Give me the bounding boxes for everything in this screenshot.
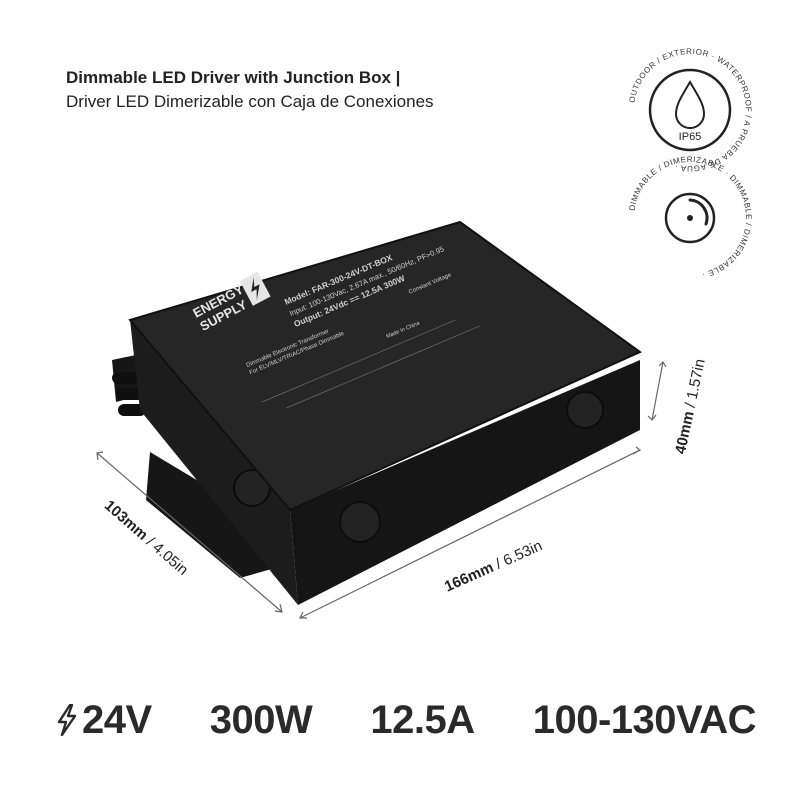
- input-range-spec: 100-130VAC: [532, 697, 757, 742]
- knockout-hole: [566, 391, 604, 429]
- knockout-hole: [233, 469, 271, 507]
- power-spec: 300W: [209, 697, 313, 742]
- title-spanish: Driver LED Dimerizable con Caja de Conex…: [66, 92, 434, 111]
- title-english: Dimmable LED Driver with Junction Box |: [66, 68, 401, 87]
- voltage-value: 24V: [82, 697, 152, 742]
- current-spec: 12.5A: [370, 697, 475, 742]
- header: Dimmable LED Driver with Junction Box | …: [66, 66, 434, 114]
- waterproof-badge: OUTDOOR / EXTERIOR · WATERPROOF / A PRUE…: [620, 40, 760, 180]
- spec-row: 24V 300W 12.5A 100-130VAC: [56, 690, 756, 750]
- housing-front-face: [290, 360, 640, 605]
- wire-terminals: [112, 372, 146, 416]
- housing-left-face: [130, 320, 298, 605]
- lightning-bolt-icon: [57, 704, 77, 736]
- ip-rating: IP65: [679, 131, 702, 143]
- dimmer-knob-icon: [664, 192, 716, 244]
- dimension-lines: [96, 361, 667, 619]
- voltage-spec: 24V: [56, 698, 152, 743]
- knockout-hole: [339, 501, 381, 543]
- dimmable-badge: DIMMABLE / DIMERIZABLE · DIMMABLE / DIME…: [620, 148, 760, 288]
- water-drop-icon: [648, 68, 732, 152]
